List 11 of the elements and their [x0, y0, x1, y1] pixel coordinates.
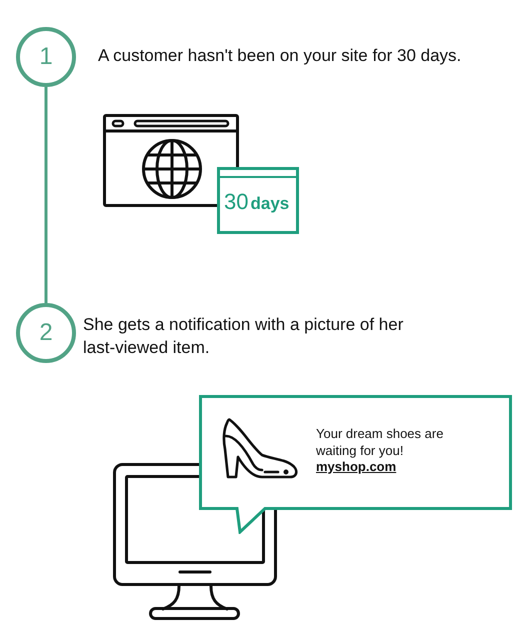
calendar-card — [217, 167, 299, 234]
day-count: 30 — [224, 191, 248, 213]
speech-bubble — [199, 395, 512, 534]
notification-message: Your dream shoes are waiting for you! — [316, 425, 444, 459]
step-number: 2 — [39, 321, 53, 345]
day-unit: days — [250, 195, 290, 212]
website-link: myshop.com — [316, 458, 396, 475]
step-number: 1 — [39, 45, 53, 69]
step-description: A customer hasn't been on your site for 30 days. — [98, 45, 462, 67]
connector-line — [44, 87, 48, 303]
step-description: She gets a notification with a picture of her last-viewed item. — [83, 314, 404, 359]
